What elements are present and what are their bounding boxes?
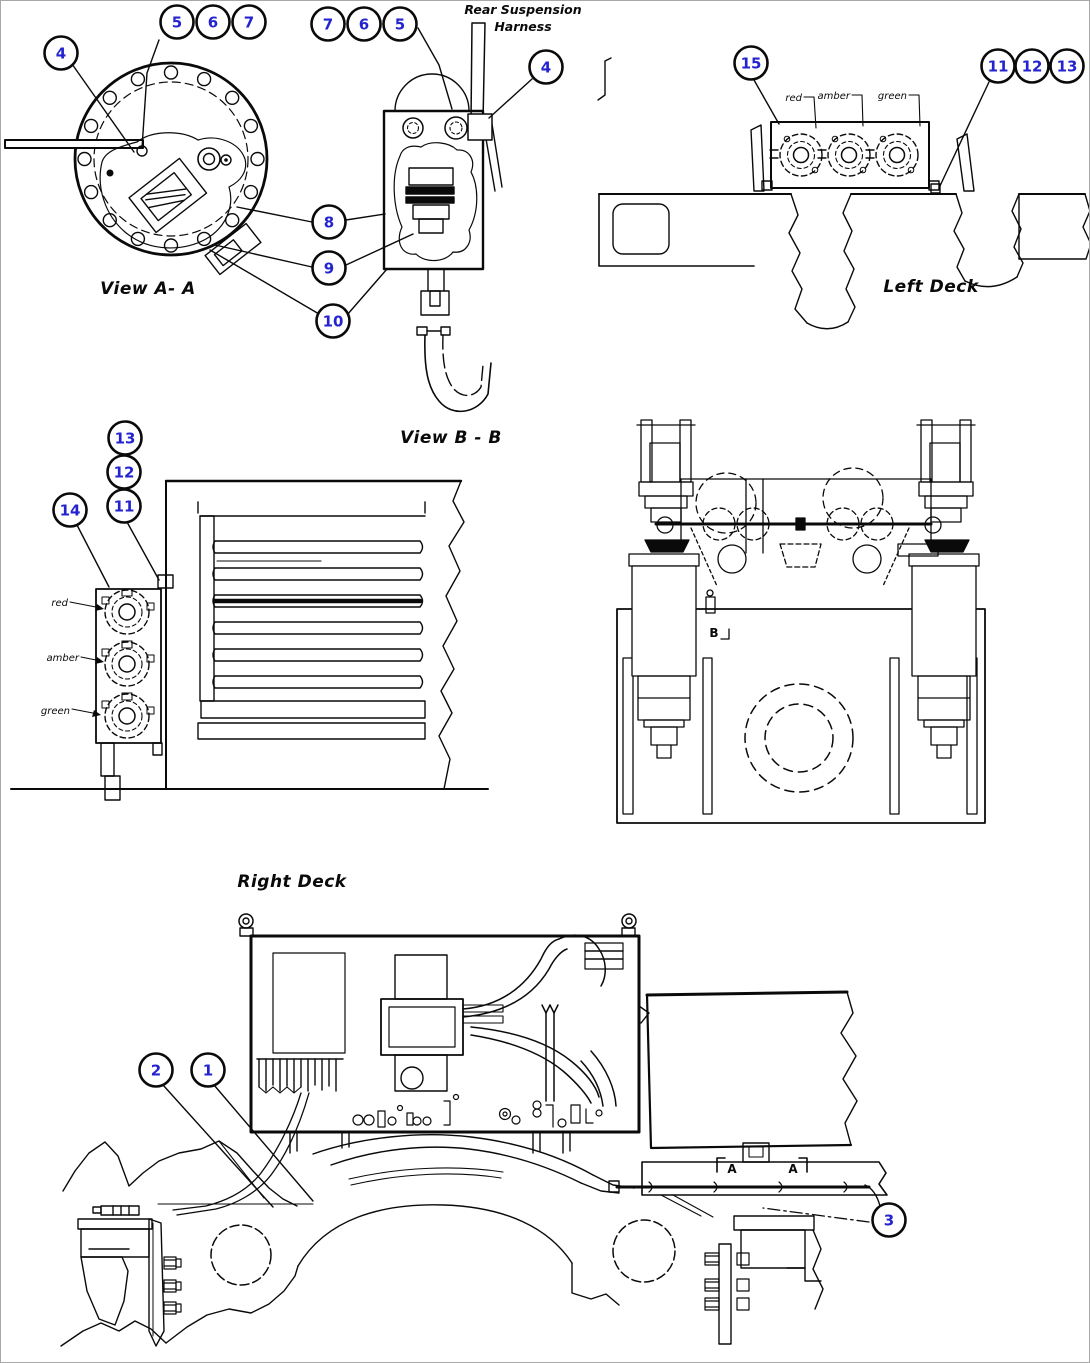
- left-deck-linework: [597, 57, 1089, 330]
- callout-4-view-a[interactable]: 4: [43, 35, 79, 71]
- callout-2[interactable]: 2: [138, 1052, 174, 1088]
- section-mark-b: B: [709, 626, 718, 640]
- callout-8[interactable]: 8: [311, 204, 347, 240]
- callout-15[interactable]: 15: [733, 45, 769, 81]
- harness-label-line2: Harness: [494, 19, 551, 34]
- svg-text:8: 8: [324, 214, 334, 232]
- svg-text:4: 4: [541, 59, 551, 77]
- callout-9[interactable]: 9: [311, 250, 347, 286]
- svg-text:9: 9: [324, 260, 334, 278]
- left-deck-caption: Left Deck: [883, 277, 980, 297]
- view-a-caption: View A- A: [100, 279, 196, 299]
- callout-11-right-deck[interactable]: 11: [106, 488, 142, 524]
- rear-axle-linework: [616, 419, 986, 824]
- callout-13-right-deck[interactable]: 13: [107, 420, 143, 456]
- left-deck-lamp-label-amber: amber: [818, 91, 851, 102]
- callout-5-view-a[interactable]: 5: [159, 4, 195, 40]
- right-deck-linework: [10, 479, 489, 801]
- callout-1[interactable]: 1: [190, 1052, 226, 1088]
- callout-3[interactable]: 3: [871, 1202, 907, 1238]
- left-deck-lamp-label-green: green: [878, 91, 907, 102]
- svg-text:12: 12: [1022, 58, 1043, 76]
- left-deck-lamp-label-red: red: [785, 93, 802, 104]
- svg-text:1: 1: [203, 1062, 213, 1080]
- callout-7-view-a[interactable]: 7: [231, 4, 267, 40]
- callout-13-left-deck[interactable]: 13: [1049, 48, 1085, 84]
- svg-text:7: 7: [323, 16, 333, 34]
- right-deck-caption: Right Deck: [237, 872, 347, 892]
- svg-text:12: 12: [114, 464, 135, 482]
- svg-text:13: 13: [1057, 58, 1078, 76]
- section-mark-a-left: A: [727, 1162, 737, 1176]
- callout-14[interactable]: 14: [52, 492, 88, 528]
- callout-12-right-deck[interactable]: 12: [106, 454, 142, 490]
- callout-6-view-b[interactable]: 6: [346, 6, 382, 42]
- svg-text:6: 6: [359, 16, 369, 34]
- svg-text:2: 2: [151, 1062, 161, 1080]
- callout-7-view-b[interactable]: 7: [310, 6, 346, 42]
- view-b-caption: View B - B: [400, 428, 502, 448]
- right-deck-lamp-label-green: green: [41, 706, 70, 717]
- callout-5-view-b[interactable]: 5: [382, 6, 418, 42]
- right-deck-lamp-label-red: red: [51, 598, 68, 609]
- section-mark-a-right: A: [788, 1162, 798, 1176]
- svg-text:14: 14: [60, 502, 81, 520]
- svg-text:3: 3: [884, 1212, 894, 1230]
- svg-text:13: 13: [115, 430, 136, 448]
- svg-text:5: 5: [172, 14, 182, 32]
- svg-text:11: 11: [114, 498, 135, 516]
- callout-6-view-a[interactable]: 6: [195, 4, 231, 40]
- callout-12-left-deck[interactable]: 12: [1014, 48, 1050, 84]
- harness-label-line1: Rear Suspension: [464, 2, 581, 17]
- frame-linework: [60, 913, 888, 1347]
- svg-text:15: 15: [741, 55, 762, 73]
- view-b-linework: [382, 22, 503, 413]
- right-deck-lamp-label-amber: amber: [47, 653, 80, 664]
- svg-text:6: 6: [208, 14, 218, 32]
- svg-text:7: 7: [244, 14, 254, 32]
- callout-4-view-b[interactable]: 4: [528, 49, 564, 85]
- svg-text:11: 11: [988, 58, 1009, 76]
- callout-10[interactable]: 10: [315, 303, 351, 339]
- svg-text:4: 4: [56, 45, 66, 63]
- svg-text:5: 5: [395, 16, 405, 34]
- svg-text:10: 10: [323, 313, 344, 331]
- callout-11-left-deck[interactable]: 11: [980, 48, 1016, 84]
- view-a-linework: [4, 61, 269, 276]
- leader-lines: [71, 27, 990, 1208]
